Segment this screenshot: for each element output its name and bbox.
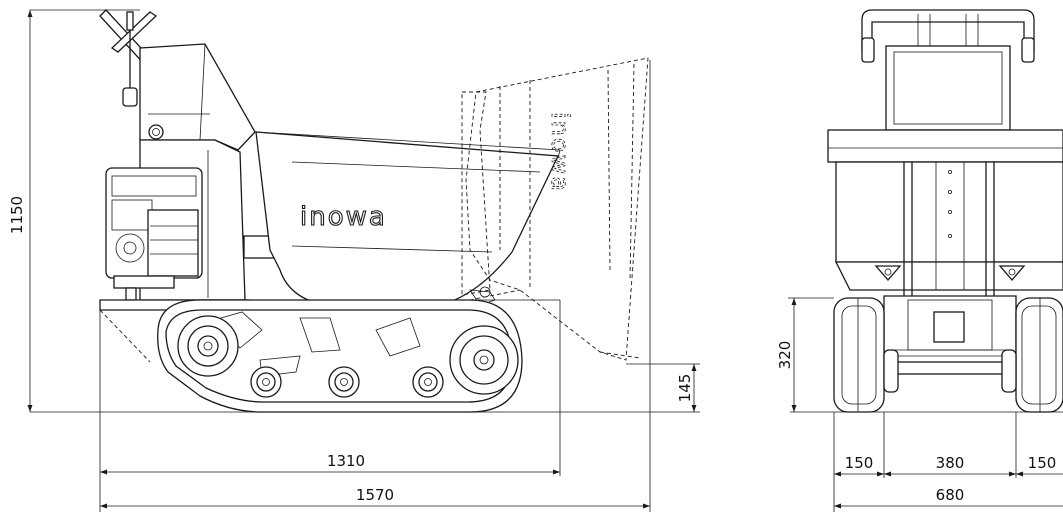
track-roller-1 bbox=[250, 366, 282, 398]
front-handle bbox=[861, 9, 1035, 63]
tipped-bucket-outline: inowa bbox=[429, 57, 649, 361]
engine-block bbox=[105, 167, 203, 301]
front-left-track bbox=[833, 297, 899, 413]
track-roller-3 bbox=[412, 366, 444, 398]
right-track-width-value: 150 bbox=[1028, 454, 1057, 472]
track-width-dimensions: 150 380 150 bbox=[833, 412, 1063, 512]
front-view: 320 150 380 150 680 bbox=[776, 9, 1063, 512]
track-length-value: 1310 bbox=[327, 452, 365, 470]
overall-width-dimension: 680 bbox=[834, 486, 1063, 509]
track-gap-value: 380 bbox=[936, 454, 965, 472]
tipped-brand-logo: inowa bbox=[546, 112, 574, 193]
track-height-dimension: 320 bbox=[776, 297, 834, 412]
front-right-track bbox=[1001, 297, 1063, 413]
height-dimension: 1150 bbox=[8, 10, 33, 412]
overall-width-value: 680 bbox=[936, 486, 965, 504]
overall-length-dimension: 1570 bbox=[100, 60, 651, 512]
track-roller-2 bbox=[328, 366, 360, 398]
brand-logo: inowa bbox=[300, 202, 387, 232]
height-value: 1150 bbox=[8, 196, 26, 234]
dump-bucket: inowa bbox=[255, 131, 561, 309]
drive-sprocket bbox=[177, 315, 239, 377]
front-bucket bbox=[827, 129, 1063, 300]
left-track-width-value: 150 bbox=[845, 454, 874, 472]
track-length-dimension: 1310 bbox=[99, 300, 561, 512]
overall-length-value: 1570 bbox=[356, 486, 394, 504]
front-chassis bbox=[883, 295, 1017, 375]
handle-bar bbox=[99, 9, 158, 107]
track-height-value: 320 bbox=[776, 341, 794, 370]
front-engine-tower bbox=[885, 45, 1011, 131]
ground-clearance-dimension: 145 bbox=[626, 363, 700, 412]
engine-hood bbox=[139, 43, 256, 151]
ground-clearance-value: 145 bbox=[676, 374, 694, 403]
idler-wheel bbox=[449, 325, 519, 395]
side-view: inowa inowa bbox=[8, 9, 700, 512]
